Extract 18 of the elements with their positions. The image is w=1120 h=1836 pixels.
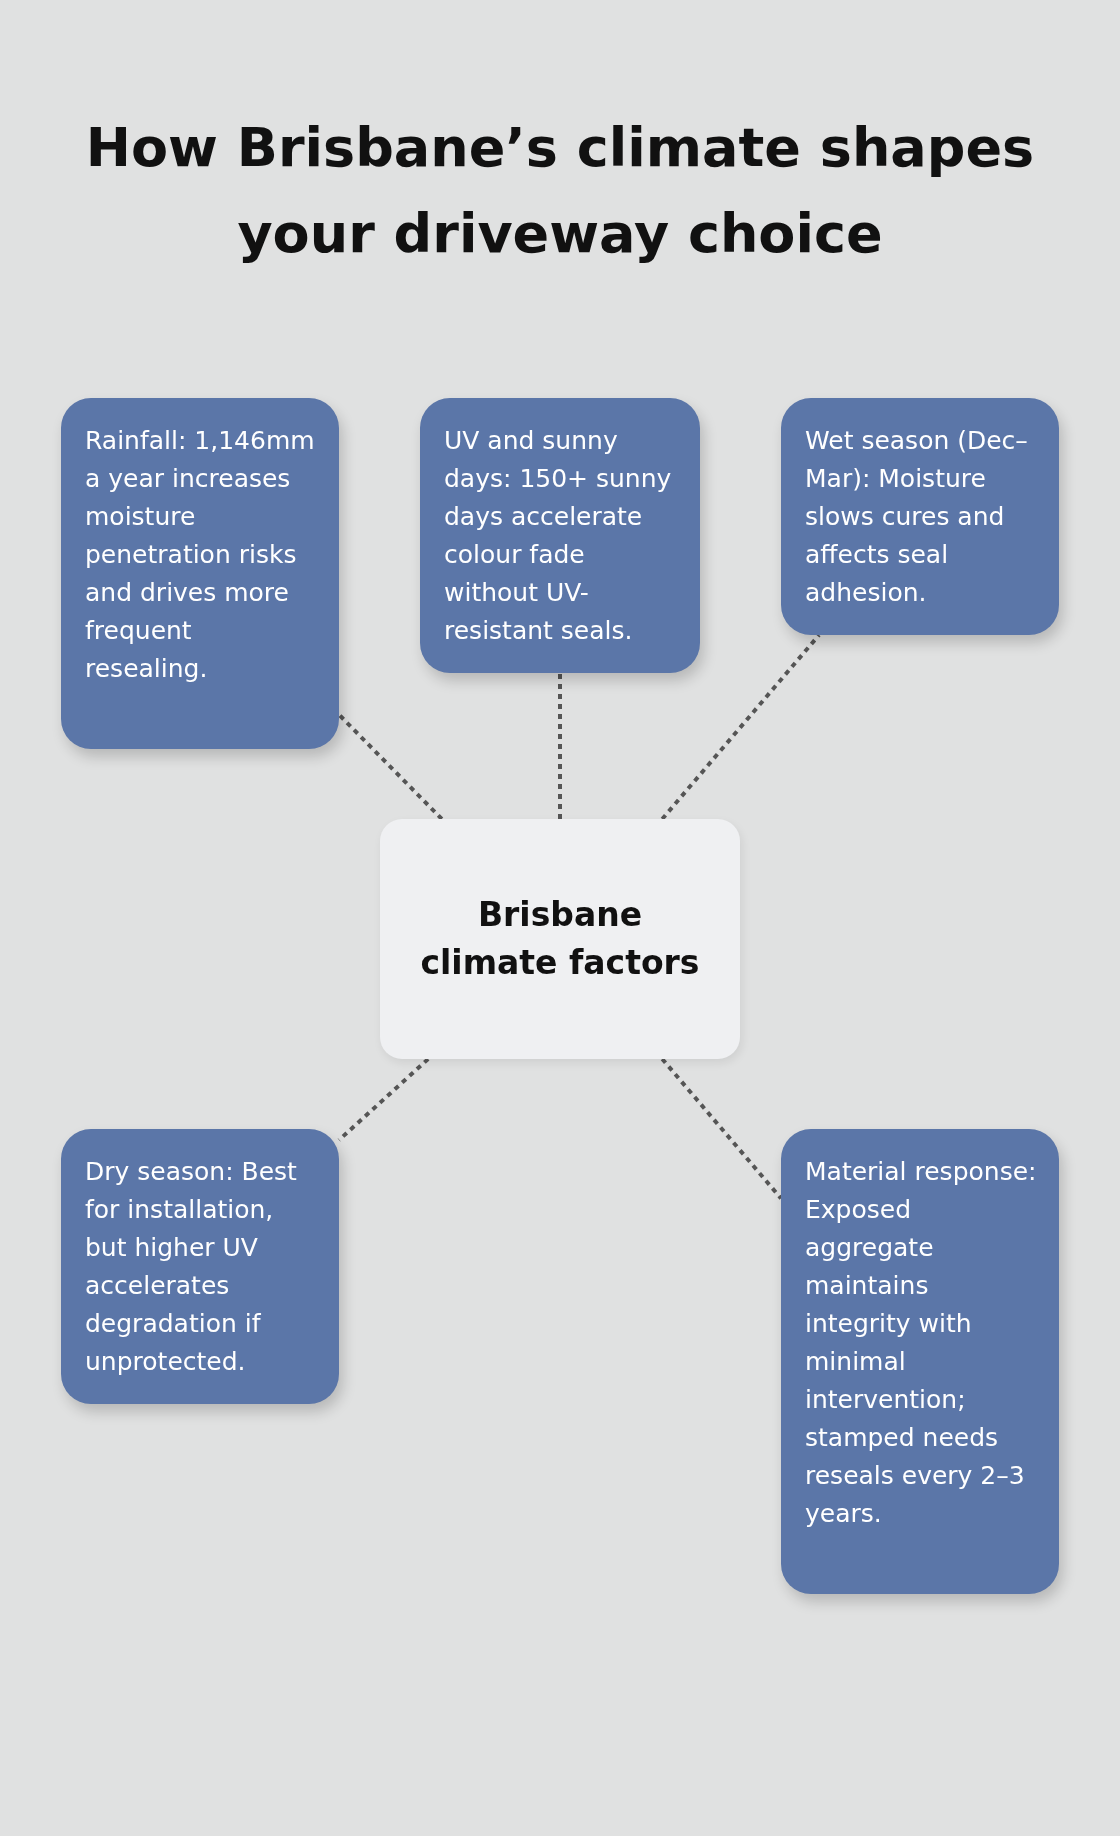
node-text: UV and sunny days: 150+ sunny days accelerate colour fade without UV-resistant seals.	[444, 425, 673, 647]
node-text: Rainfall: 1,146mm a year increases moisture penetration risks and drives more frequent resealing.	[85, 425, 316, 685]
connector-line	[660, 1057, 783, 1200]
connector-line	[660, 633, 821, 821]
info-card	[61, 398, 339, 749]
connector-line	[337, 713, 444, 821]
info-card	[781, 398, 1059, 635]
info-card	[61, 1129, 339, 1404]
info-card	[781, 1129, 1059, 1594]
node-text: Material response: Exposed aggregate maintains integrity with minimal intervention; stamped needs reseals every 2–3 years.	[805, 1156, 1037, 1530]
node-text: Dry season: Best for installation, but higher UV accelerates degradation if unprotected.	[85, 1156, 298, 1378]
info-card	[420, 398, 700, 673]
title: How Brisbane’s climate shapes your driveway choice	[84, 115, 1036, 267]
hub-box	[380, 819, 740, 1059]
node-text: Wet season (Dec–Mar): Moisture slows cures and affects seal adhesion.	[805, 425, 1029, 609]
connector-line	[337, 1057, 430, 1142]
connector-line	[558, 673, 562, 819]
node-text: Brisbane climate factors	[420, 894, 700, 984]
